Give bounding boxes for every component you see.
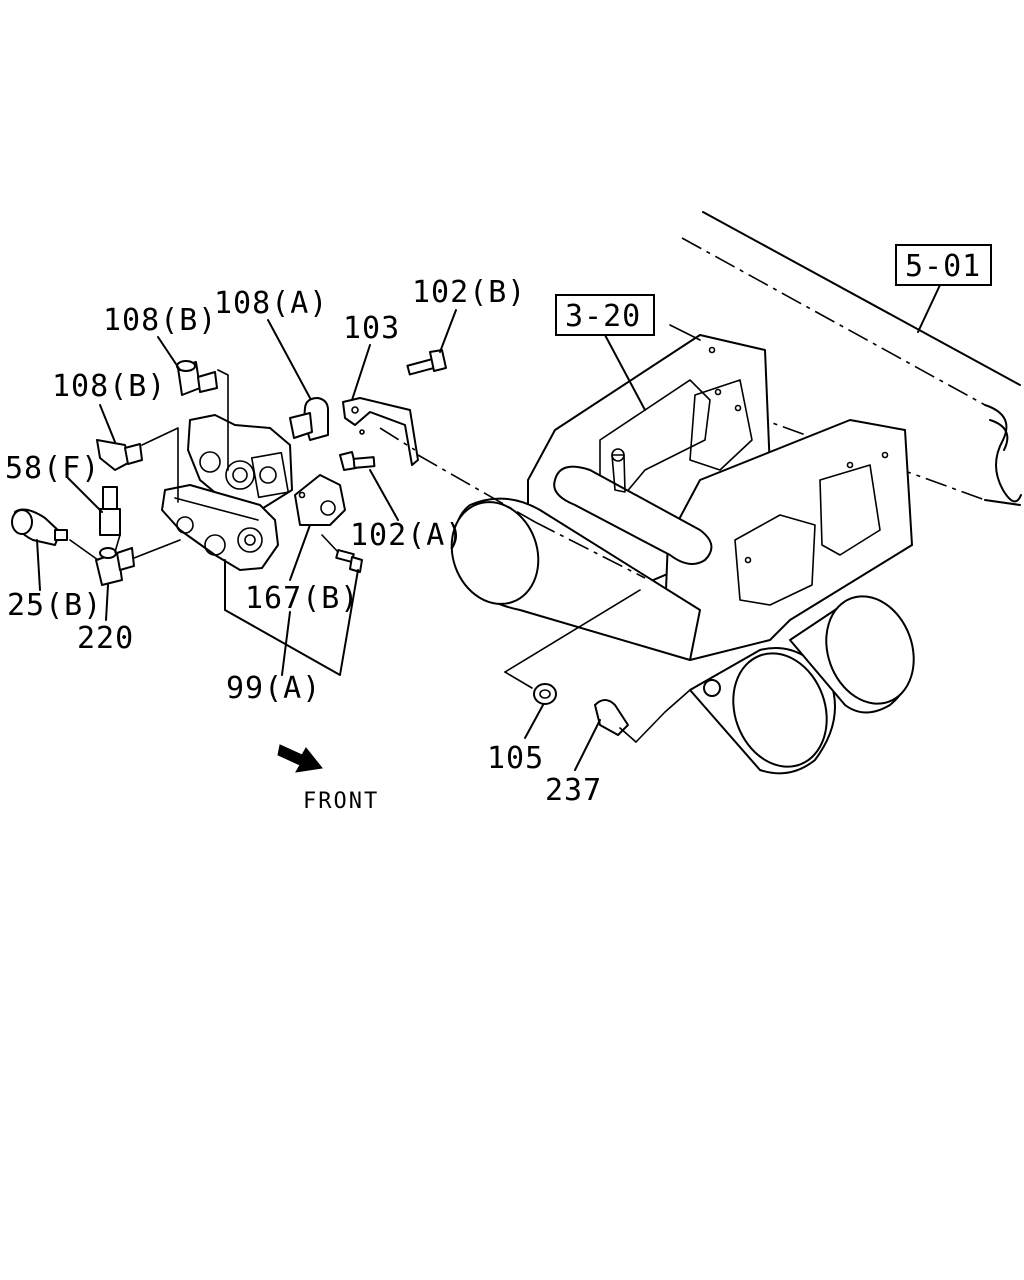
crossmember-assembly [450,334,915,775]
mount-hole-nut [703,679,721,697]
part-108b-top-elbow [176,360,218,396]
callout-108b-left: 108(B) [52,369,166,404]
callout-102b: 102(B) [412,275,526,310]
callout-102a: 102(A) [350,518,464,553]
part-103-bracket [342,397,419,466]
front-label: FRONT [303,789,379,814]
part-237-plug [594,699,629,736]
callout-167b: 167(B) [245,581,359,616]
leader-lines [36,309,691,771]
front-arrow-icon [277,744,323,773]
ref-label-frame: 5-01 [905,249,981,284]
callout-105: 105 [487,741,544,776]
part-220-tee [95,547,135,586]
callout-99a: 99(A) [226,671,321,706]
callout-108a: 108(A) [214,286,328,321]
ref-label-crossmember: 3-20 [565,299,641,334]
callout-25b: 25(B) [7,588,102,623]
part-99a-bolt [335,549,363,573]
callout-103: 103 [343,311,400,346]
ref-box-frame[interactable]: 5-01 [895,244,992,286]
callout-237: 237 [545,773,602,808]
part-167b-cover [294,474,346,526]
valve-assembly [161,414,293,571]
part-102a-bolt [339,451,376,471]
part-105-nut [533,683,557,705]
ref-box-crossmember[interactable]: 3-20 [555,294,655,336]
part-25b-switch [11,508,68,546]
part-58f-nipple [99,486,121,536]
callout-108b-top: 108(B) [103,303,217,338]
part-102b-bolt [406,349,447,376]
part-108a-elbow [289,397,329,441]
callout-58f: 58(F) [5,451,100,486]
callout-220: 220 [77,621,134,656]
part-108b-left-elbow [96,439,143,471]
